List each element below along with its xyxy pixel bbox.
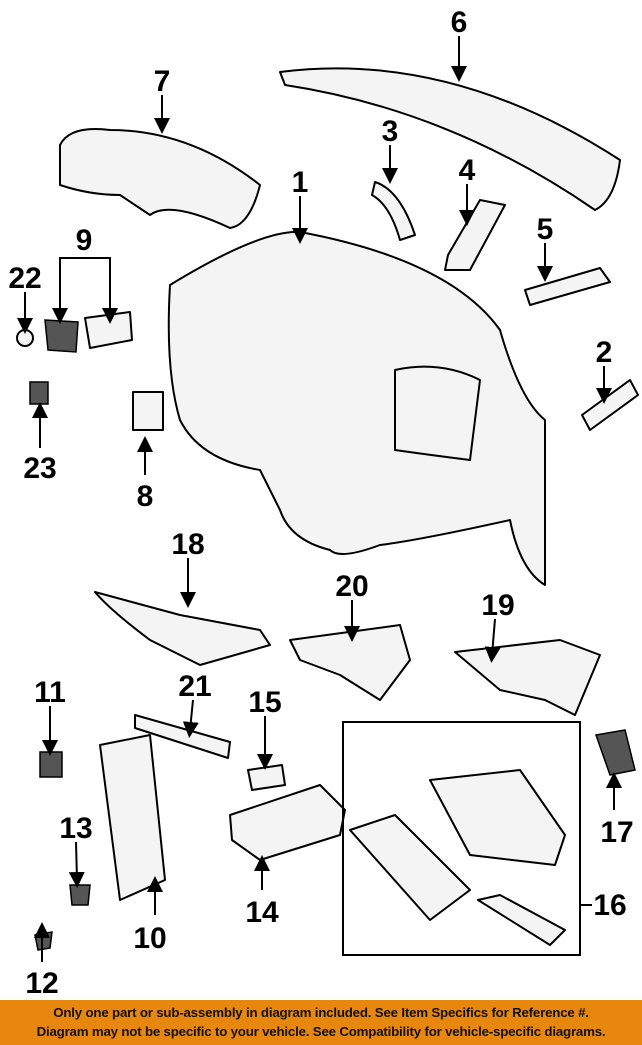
callout-20: 20: [335, 570, 368, 603]
part-16-trim-strip: [477, 894, 566, 946]
leader-lines: [17, 36, 622, 962]
part-16-glovebox-door: [349, 814, 471, 921]
part-13-fastener: [69, 884, 91, 906]
callout-14: 14: [245, 896, 279, 929]
part-16-box: [342, 721, 581, 956]
part-14-ashtray: [229, 784, 346, 861]
part-7-instrument-bezel: [59, 128, 261, 229]
part-19-reinforcement: [454, 639, 601, 716]
disclaimer-banner: Only one part or sub-assembly in diagram…: [0, 1000, 642, 1045]
callout-11: 11: [34, 676, 66, 709]
part-18-trim-panel: [94, 591, 271, 666]
callout-5: 5: [537, 213, 554, 246]
callout-15: 15: [248, 686, 281, 719]
callout-17: 17: [600, 816, 633, 849]
part-9-bezel: [84, 311, 133, 349]
diagram-canvas: 1 2 3 4 5 6 7 8 9 10 11 12 13 14 15 16 1…: [8, 6, 639, 1000]
callout-18: 18: [171, 528, 204, 561]
part-11-switch: [39, 751, 63, 778]
callout-19: 19: [481, 589, 514, 622]
callout-9: 9: [76, 224, 93, 257]
part-2-bracket: [581, 379, 639, 431]
callout-10: 10: [133, 922, 166, 955]
part-15-clip: [247, 764, 286, 791]
part-23-switch: [29, 381, 49, 405]
part-20-reinforcement: [289, 624, 411, 701]
callout-3: 3: [382, 115, 399, 148]
part-3-bracket: [371, 181, 416, 241]
callout-2: 2: [596, 336, 613, 369]
part-5-vent-duct: [524, 267, 611, 306]
callout-6: 6: [451, 6, 468, 39]
callout-4: 4: [459, 154, 476, 187]
part-1-glovebox-opening: [394, 365, 481, 461]
part-16-glovebox-bin: [429, 769, 566, 866]
callout-16: 16: [593, 889, 626, 922]
part-12-clip: [34, 931, 53, 951]
part-22-clip: [16, 329, 34, 347]
callout-23: 23: [23, 452, 56, 485]
callout-8: 8: [137, 480, 154, 513]
disclaimer-line-2: Diagram may not be specific to your vehi…: [36, 1024, 606, 1039]
part-10-center-bezel: [99, 734, 166, 901]
callout-21: 21: [178, 670, 211, 703]
part-6-dash-top-pad: [279, 67, 621, 211]
part-9-switch: [44, 319, 79, 353]
callout-1: 1: [292, 166, 309, 199]
part-1-instrument-panel: [167, 230, 546, 586]
callout-22: 22: [8, 262, 41, 295]
callout-12: 12: [25, 967, 58, 1000]
disclaimer-line-1: Only one part or sub-assembly in diagram…: [53, 1005, 589, 1020]
part-8-switch-bezel: [132, 391, 164, 431]
part-4-bracket: [444, 199, 506, 271]
part-17-latch: [594, 729, 636, 776]
callout-7: 7: [154, 65, 171, 98]
callout-13: 13: [59, 812, 92, 845]
